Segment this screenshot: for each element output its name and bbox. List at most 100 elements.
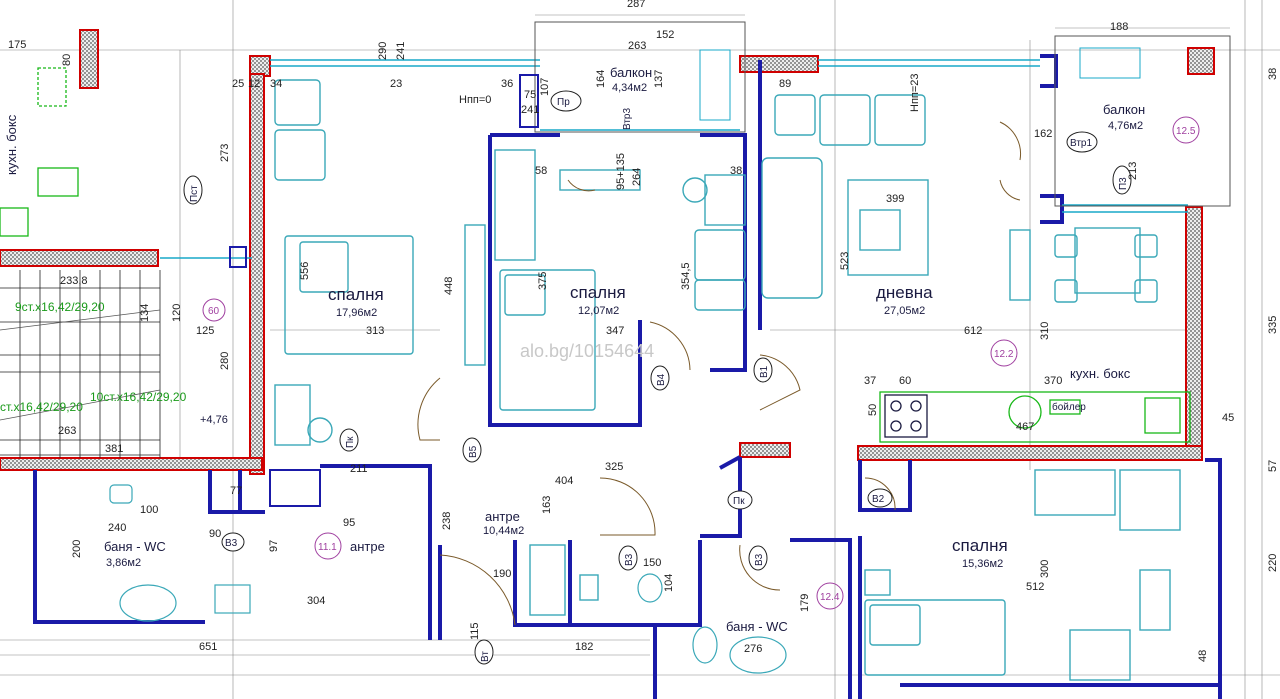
dimension-number: 134: [139, 304, 151, 322]
door-tags: Пр Втр3 Втр1 П3 Пк Пк Пст В1 В2 В3 В3 В3…: [183, 90, 1132, 665]
stove: [884, 394, 928, 438]
washbasin-right: [729, 636, 787, 674]
sofa: [761, 157, 823, 299]
wall-right-vertical: [1185, 206, 1203, 460]
dimension-number: 220: [1267, 554, 1279, 572]
room-name-bedroom-3: спалня: [952, 536, 1008, 555]
room-number: 12.4: [820, 592, 840, 603]
dimension-number: 107: [539, 78, 551, 96]
dimension-number: 38: [1267, 68, 1279, 80]
room-name-bedroom-2: спалня: [570, 283, 626, 302]
dimension-number: 370: [1044, 375, 1062, 387]
room-labels: спалня 17,96м2 спалня 12,07м2 дневна 27,…: [4, 65, 1145, 634]
watermark: alo.bg/10154644: [520, 341, 654, 361]
kitchen-counter: [879, 391, 1191, 443]
bed-bedroom-3: [864, 599, 1006, 676]
dimension-number: 104: [663, 574, 675, 592]
dimension-number: 125: [196, 325, 214, 337]
dimension-number: 12: [248, 78, 260, 90]
dimension-number: 325: [605, 461, 623, 473]
door-tag: В3: [225, 538, 238, 549]
dimension-number: 300: [1039, 560, 1051, 578]
dimension-number: 313: [366, 325, 384, 337]
room-name-balcony-1: балкон: [610, 65, 652, 80]
dimension-number: 152: [656, 29, 674, 41]
dimension-number: 95+135: [615, 153, 627, 190]
dimension-number: 241: [521, 104, 539, 116]
dimension-number: 175: [8, 39, 26, 51]
wall-center-door: [739, 442, 791, 458]
dimension-number: 304: [307, 595, 325, 607]
door-tag: Пк: [345, 436, 356, 448]
wall-bottom-left: [0, 457, 263, 471]
room-name-kitchen-left: кухн. бокс: [4, 114, 19, 175]
room-area-living: 27,05м2: [884, 305, 925, 317]
wall-balcony-corner: [1187, 47, 1215, 75]
dimension-number: 89: [779, 78, 791, 90]
door-tag: Втр3: [622, 108, 633, 130]
dimension-number: 375: [537, 272, 549, 290]
room-number: 12.5: [1176, 126, 1196, 137]
door-tag: Вт: [480, 651, 491, 662]
dimension-number: 36: [501, 78, 513, 90]
columns: [229, 74, 539, 507]
boiler-label: бойлер: [1052, 401, 1086, 413]
kitchen-unit: [0, 67, 1191, 443]
room-name-bath-1: баня - WC: [104, 539, 166, 554]
door-tag: В3: [754, 553, 765, 566]
door-tag: Пр: [557, 97, 570, 108]
dimension-number: 280: [219, 352, 231, 370]
bed-bedroom-1: [284, 235, 414, 355]
room-name-hall: антре: [485, 509, 520, 524]
dimension-number: 263: [628, 40, 646, 52]
dimension-number: 37: [864, 375, 876, 387]
room-number-badges: 60 11.1 12.2 12.4 12.5: [202, 116, 1200, 610]
dimension-number: 213: [1127, 162, 1139, 180]
door-tag: Пк: [733, 496, 745, 507]
dimension-number: 97: [268, 540, 280, 552]
dimension-number: 651: [199, 641, 217, 653]
wall-left-column: [79, 29, 99, 89]
windows: [160, 59, 1188, 259]
bathroom-fixtures: [109, 484, 787, 674]
door-swings: [417, 121, 1022, 626]
dimension-number: 163: [541, 496, 553, 514]
dimension-number: 404: [555, 475, 573, 487]
dimension-number: 273: [219, 144, 231, 162]
dimension-number: 150: [643, 557, 661, 569]
dimension-number: Нпп=0: [459, 94, 491, 106]
dimension-number: 188: [1110, 21, 1128, 33]
dimension-number: 179: [799, 594, 811, 612]
dimension-number: 335: [1267, 316, 1279, 334]
dimension-number: 200: [71, 540, 83, 558]
dimension-number: 115: [469, 622, 481, 640]
door-tag: В1: [759, 365, 770, 378]
dimension-number: 77: [230, 485, 242, 497]
wall-stair-top: [0, 249, 159, 267]
dimension-number: 276: [744, 643, 762, 655]
stair-label: 10ст.х16,42/29,20: [90, 390, 187, 404]
door-tag: В2: [872, 494, 885, 505]
dimension-number: 120: [171, 304, 183, 322]
room-name-living: дневна: [876, 283, 933, 302]
dimension-number: 467: [1016, 421, 1034, 433]
dimension-number: 238: [441, 512, 453, 530]
door-tag: Пст: [189, 185, 200, 202]
dimension-numbers: 287 175 188 290 241 263 152 25 12 80 34 …: [8, 0, 1279, 662]
wall-vertical-left: [249, 73, 265, 475]
dimension-number: 38: [730, 165, 742, 177]
stair-label: 9ст.х16,42/29,20: [15, 300, 105, 314]
dimension-number: 60: [899, 375, 911, 387]
room-area-bedroom-2: 12,07м2: [578, 305, 619, 317]
room-number: 60: [208, 306, 220, 317]
dimension-number: 233,8: [60, 275, 88, 287]
room-name-bedroom-1: спалня: [328, 285, 384, 304]
dimension-number: 612: [964, 325, 982, 337]
coffee-table: [859, 209, 901, 251]
balcony-frames: [534, 21, 1231, 207]
dimension-number: Нпп=23: [909, 73, 921, 112]
bed-bedroom-2: [499, 269, 596, 411]
dining-table: [1074, 227, 1141, 294]
room-name-balcony-2: балкон: [1103, 102, 1145, 117]
room-area-balcony-2: 4,76м2: [1108, 120, 1143, 132]
